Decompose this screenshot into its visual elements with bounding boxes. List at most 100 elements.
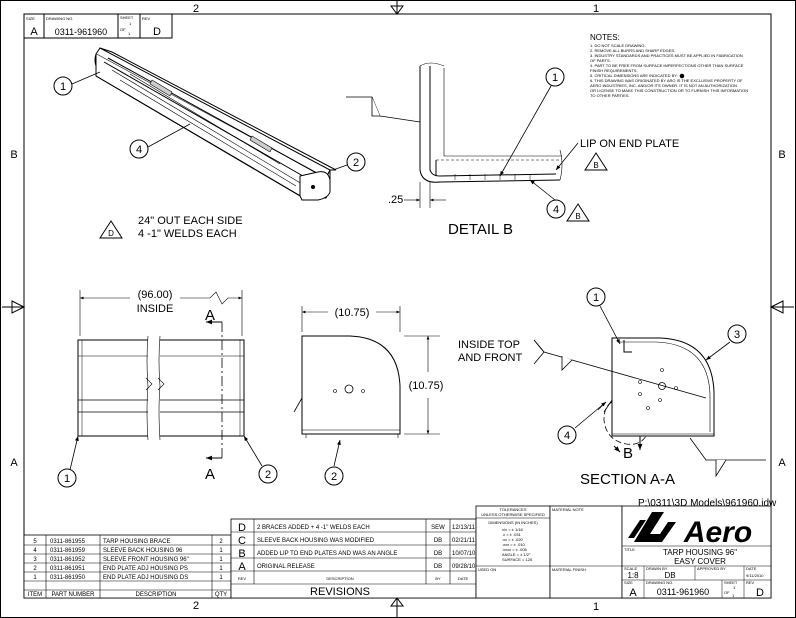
note-line-10: OR LICENSE TO MAKE THIS CONSTRUCTION OR …	[590, 88, 748, 93]
dim-length: (96.00)	[138, 289, 173, 301]
revision-date: 10/07/10	[452, 551, 476, 557]
revision-row: B ADDED LIP TO END PLATES AND WAS AN ANG…	[238, 548, 476, 560]
tb-sheet-of: 1	[732, 593, 735, 598]
inside-top-1: INSIDE TOP	[458, 339, 520, 351]
header-box: SIZE A DRAWING NO. 0311-961960 SHEET 1 O…	[23, 13, 173, 39]
balloon-detail-1: 1	[552, 72, 558, 84]
drawn-by-value: DB	[664, 571, 675, 580]
header-sheet-label: SHEET	[120, 15, 134, 20]
header-sheet-of: 1	[128, 31, 131, 36]
revision-letter: C	[238, 535, 246, 547]
isometric-view	[94, 47, 337, 201]
revision-by: DB	[434, 564, 442, 570]
drawn-by-label: DRAWN BY	[646, 566, 668, 571]
tol-title-2: UNLESS OTHERWISE SPECIFIED	[481, 512, 545, 517]
rev-header-date: DATE	[458, 576, 469, 581]
tb-dwg-label: DRAWING NO.	[646, 580, 673, 585]
bom-item: 5	[33, 539, 37, 545]
zone-right-a: A	[778, 457, 786, 469]
balloon-iso-1: 1	[60, 81, 66, 93]
rev-header-by: BY	[435, 576, 441, 581]
revision-date: 12/13/11	[452, 525, 476, 531]
section-aa-view	[533, 337, 766, 478]
front-view	[77, 290, 245, 461]
rev-header-desc: DESCRIPTION	[326, 576, 353, 581]
note-line-3: 3. INDUSTRY STANDARDS AND PRACTICES MUST…	[590, 53, 743, 58]
side-view	[293, 306, 440, 438]
center-mark-left	[2, 300, 26, 314]
balloon-section-4: 4	[564, 430, 570, 442]
tb-sheet-num: 1	[733, 585, 736, 590]
bom-header-desc: DESCRIPTION	[135, 592, 176, 598]
center-mark-bottom	[390, 597, 404, 618]
balloon-iso-4: 4	[136, 144, 142, 156]
note-line-4: OF PARTS.	[590, 58, 611, 63]
zone-left-a: A	[10, 457, 18, 469]
bom-part-number: 0311-861959	[50, 548, 86, 554]
header-sheet-num: 1	[129, 21, 132, 26]
note-line-6: FINISH REQUIREMENTS.	[590, 68, 638, 73]
scale-value: 1:8	[627, 571, 639, 580]
notes-block: NOTES: 1. DO NOT SCALE DRAWING. 2. REMOV…	[590, 33, 748, 98]
note-line-5: 4. PART TO BE FREE FROM SURFACE IMPERFEC…	[590, 63, 744, 68]
header-rev: D	[153, 26, 161, 38]
bom-row: 4 0311-861959 SLEEVE BACK HOUSING 96 1	[33, 548, 223, 554]
notes-title: NOTES:	[590, 33, 620, 42]
title-line-1: TARP HOUSING 96"	[663, 548, 737, 557]
tb-size: A	[629, 587, 637, 599]
revision-letter: A	[238, 561, 246, 573]
note-line-2: 2. REMOVE ALL BURRS AND SHARP EDGES.	[590, 48, 675, 53]
inside-top-2: AND FRONT	[458, 352, 522, 364]
revision-row: A ORIGINAL RELEASE DB 09/28/10	[238, 561, 476, 573]
tb-of-label: OF	[724, 590, 730, 595]
section-title: SECTION A-A	[580, 471, 675, 488]
tol-line: SURFACE = 125	[502, 557, 533, 562]
note-line-9: AERO INDUSTRIES, INC. AND/OR ITS OWNER. …	[590, 83, 737, 88]
balloon-front-2: 2	[265, 469, 271, 481]
header-size: A	[30, 26, 38, 38]
weld-note: D 24" OUT EACH SIDE 4 -1" WELDS EACH	[99, 215, 243, 240]
title-block: Aero TITLE TARP HOUSING 96" EASY COVER S…	[621, 505, 772, 599]
aero-logo-text: Aero	[683, 516, 752, 549]
revision-description: ADDED LIP TO END PLATES AND WAS AN ANGLE	[257, 551, 397, 557]
note-line-8: 6. THIS DRAWING WAS ORIGINATED BY ARO IS…	[590, 78, 743, 83]
tb-sheet-label: SHEET	[724, 580, 738, 585]
center-mark-top	[390, 0, 404, 15]
revision-row: C SLEEVE BACK HOUSING WAS MODIFIED DB 02…	[238, 535, 476, 547]
bom-qty: 1	[219, 548, 223, 554]
center-mark-right	[769, 300, 794, 314]
tb-size-label: SIZE	[624, 580, 633, 585]
balloon-detail-4: 4	[553, 204, 559, 216]
revision-by: DB	[434, 551, 442, 557]
bom-qty: 1	[219, 566, 223, 572]
approved-by-label: APPROVED BY	[697, 566, 726, 571]
balloon-side-2: 2	[331, 471, 337, 483]
scale-label: SCALE	[624, 566, 637, 571]
side-view-labels: (10.75) (10.75) 2	[324, 307, 443, 486]
bom-header-part: PART NUMBER	[51, 592, 95, 598]
header-dwg-label: DRAWING NO.	[46, 16, 73, 21]
bom-item: 4	[33, 548, 37, 554]
dim-25: .25	[388, 194, 403, 206]
weld-flag: D	[108, 229, 114, 238]
section-aa-labels: INSIDE TOP AND FRONT 1 3 4 B SECTION A-A	[458, 287, 747, 488]
revision-letter: D	[238, 522, 246, 534]
revision-by: SEW	[431, 525, 445, 531]
weld-line-2: 4 -1" WELDS EACH	[138, 228, 237, 240]
material-finish-label: MATERIAL FINISH	[552, 567, 586, 572]
bom-description: END PLATE ADJ HOUSING PS	[103, 566, 188, 572]
bom-header-qty: QTY	[215, 592, 227, 598]
title-line-2: EASY COVER	[674, 557, 726, 566]
file-path: P:\0311\3D Models\961960.idw	[638, 498, 777, 509]
rev-header-rev: REV	[238, 576, 247, 581]
zone-top-2: 2	[193, 3, 199, 15]
bom-part-number: 0311-861950	[50, 575, 86, 581]
bom-row: 3 0311-861952 SLEEVE FRONT HOUSING 96" 1	[33, 557, 223, 563]
revisions-table: D 2 BRACES ADDED + 4 -1" WELDS EACH SEW …	[230, 518, 477, 599]
revision-date: 09/28/10	[452, 564, 476, 570]
revision-description: ORIGINAL RELEASE	[257, 564, 315, 570]
revision-letter: B	[238, 548, 245, 560]
detail-b-balloons: 1 4 B LIP ON END PLATE B .25 DETAIL B	[388, 67, 679, 238]
zone-bottom-2: 2	[193, 600, 199, 612]
material-note-label: MATERIAL NOTE	[552, 507, 584, 512]
